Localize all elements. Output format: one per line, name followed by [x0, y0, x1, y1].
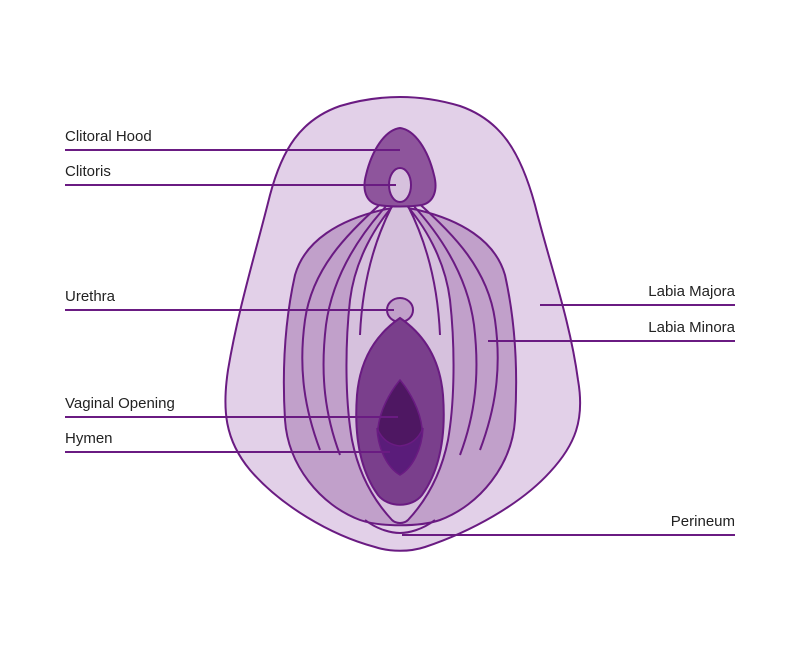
label-perineum: Perineum — [670, 513, 735, 530]
label-labia-minora: Labia Minora — [648, 319, 735, 336]
leader-lines — [65, 149, 735, 536]
label-clitoris: Clitoris — [65, 163, 111, 180]
hymen-shape — [376, 427, 424, 476]
label-vaginal-opening: Vaginal Opening — [65, 395, 175, 412]
labia-fold-lines — [301, 199, 499, 456]
label-clitoral-hood: Clitoral Hood — [65, 128, 152, 145]
label-urethra: Urethra — [65, 288, 116, 305]
label-labia-majora: Labia Majora — [648, 283, 735, 300]
label-hymen: Hymen — [65, 430, 113, 447]
perineum-curve — [364, 519, 436, 535]
